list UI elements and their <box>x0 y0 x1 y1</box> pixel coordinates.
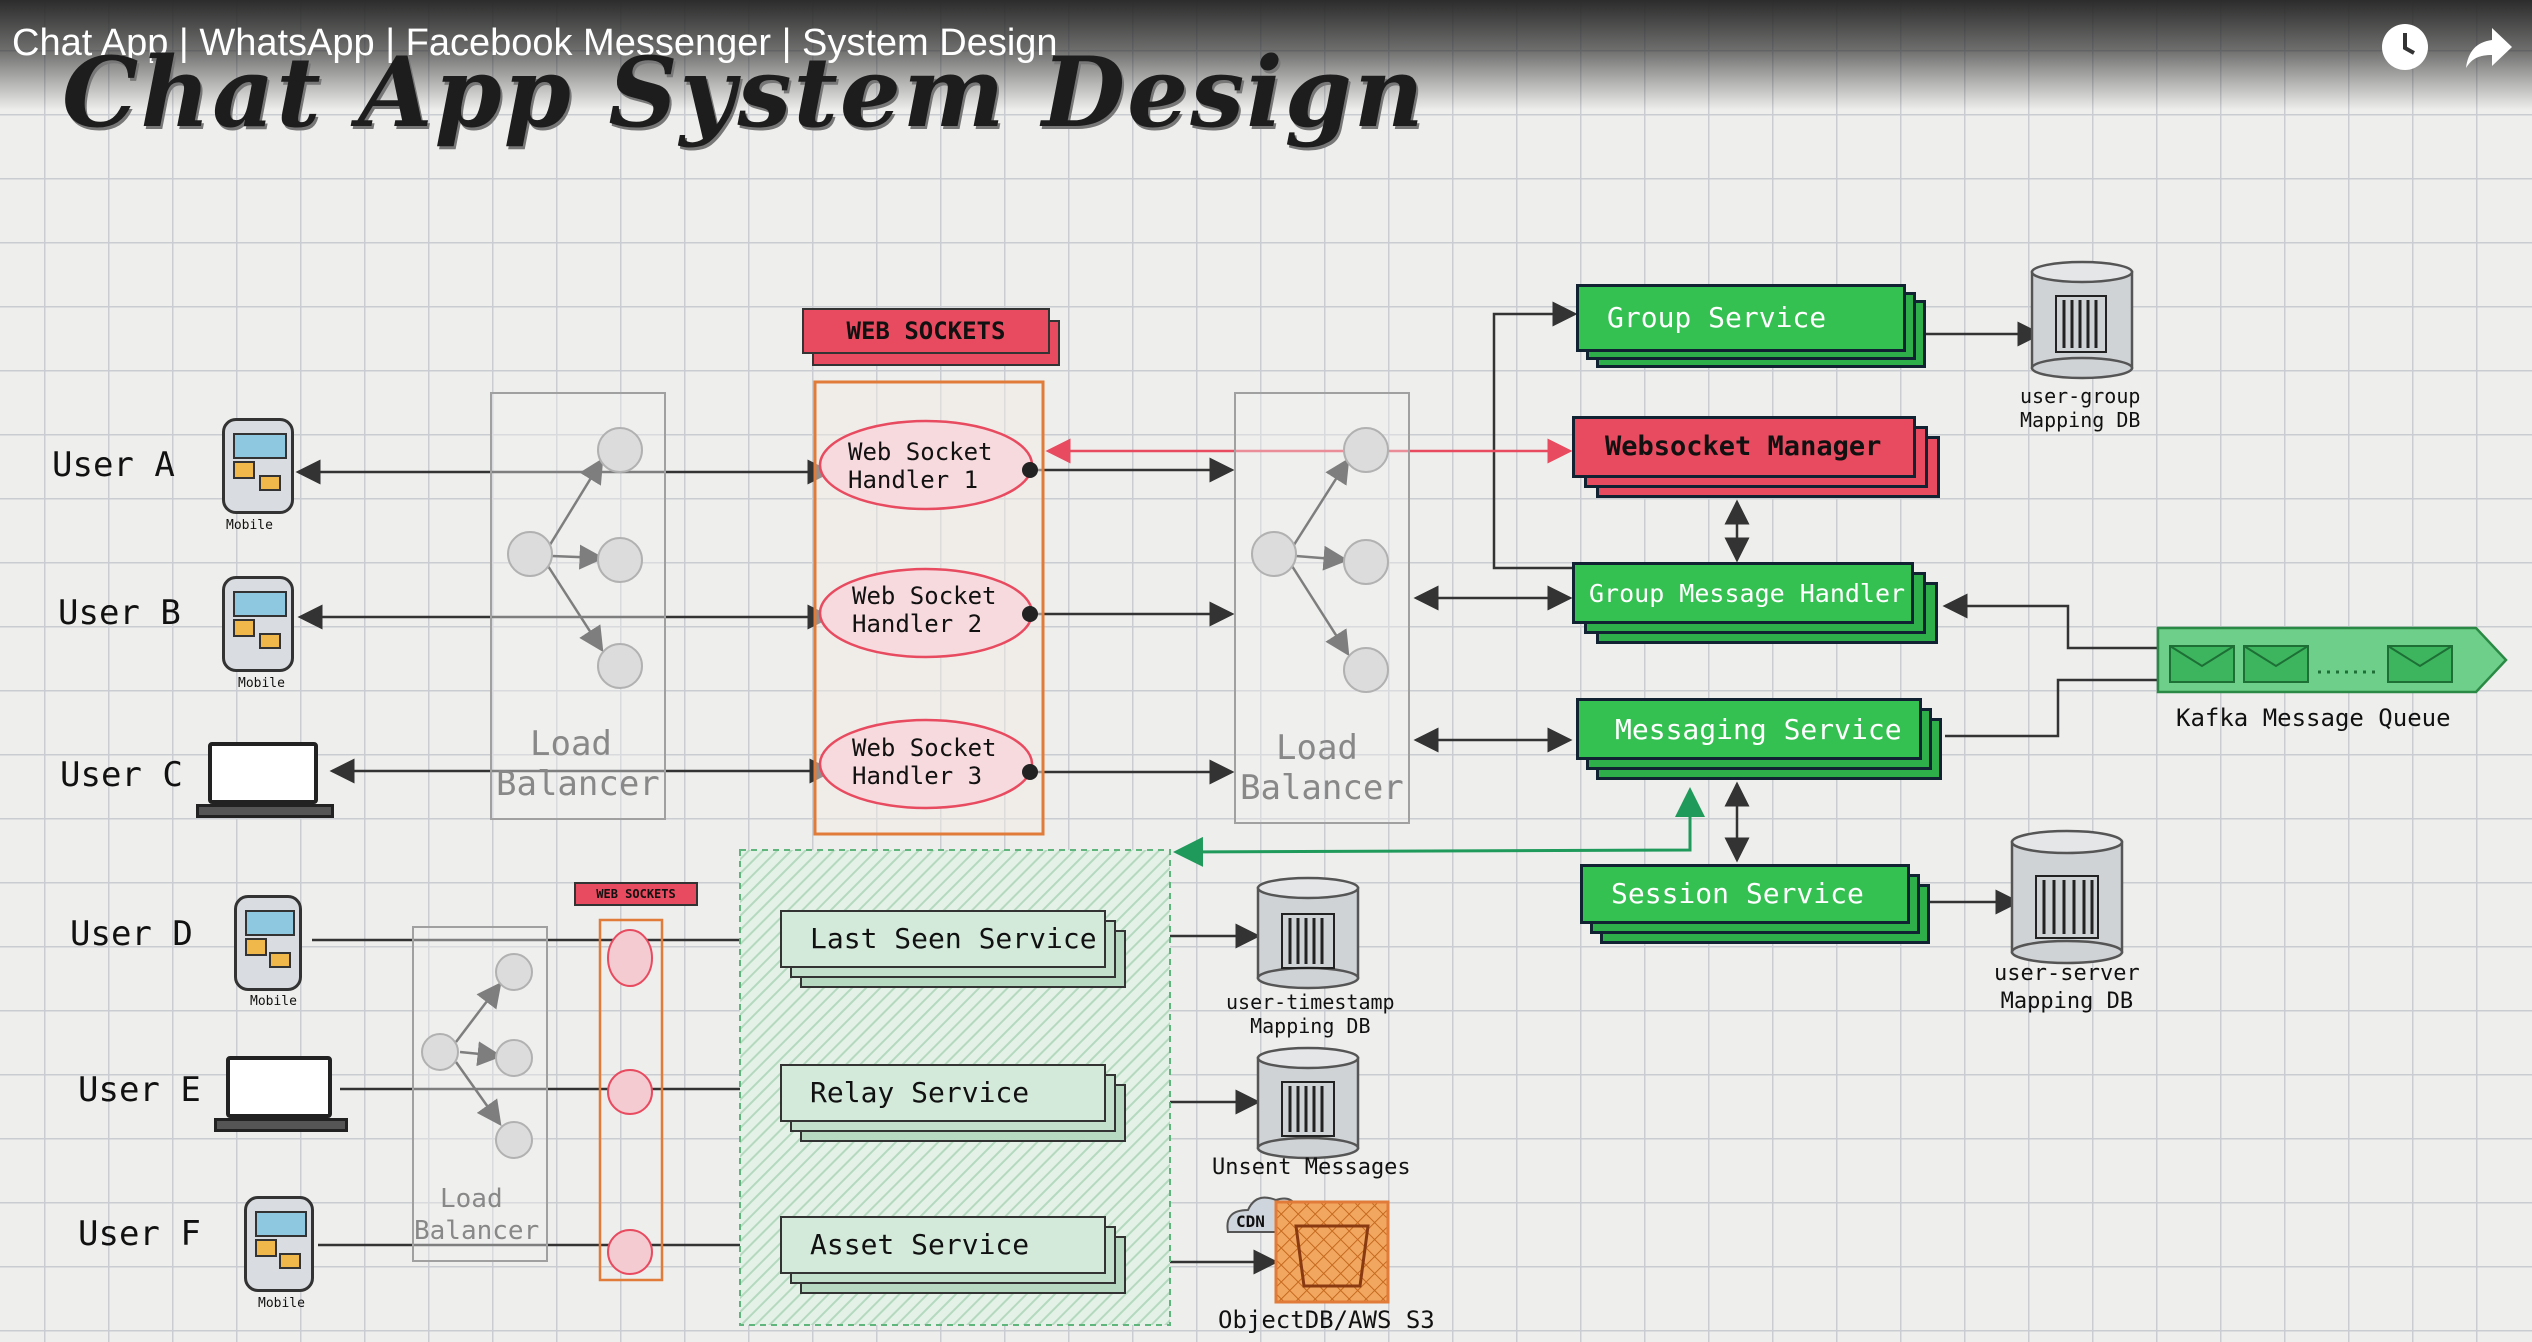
user-b-label: User B <box>58 593 181 633</box>
cyl1 <box>2030 260 2134 380</box>
last-seen-service: Last Seen Service <box>780 910 1106 968</box>
mobile-caption: Mobile <box>238 676 285 691</box>
lb2-label-line2: Balancer <box>1240 768 1404 808</box>
load-balancer-1 <box>490 392 666 820</box>
websockets-tag: WEB SOCKETS <box>802 308 1050 354</box>
mobile-caption: Mobile <box>250 994 297 1009</box>
mobile-caption: Mobile <box>226 518 273 533</box>
user-a-label: User A <box>52 445 175 485</box>
diagram-title: Chat App System Design <box>62 36 1426 149</box>
user-d-label: User D <box>70 914 193 954</box>
user-c-label: User C <box>60 755 183 795</box>
group-message-handler: Group Message Handler <box>1572 562 1914 624</box>
laptop-icon <box>226 1056 332 1118</box>
session-service: Session Service <box>1580 864 1910 924</box>
laptop-base <box>196 804 334 818</box>
lb3-label-line2: Balancer <box>414 1216 540 1246</box>
lb2-label-line1: Load <box>1276 728 1358 768</box>
websockets-tag-small: WEB SOCKETS <box>574 882 698 906</box>
mobile-icon <box>222 418 294 514</box>
clock-icon[interactable] <box>2378 20 2432 74</box>
user-e-label: User E <box>78 1070 201 1110</box>
load-balancer-3 <box>412 926 548 1262</box>
kafka-label: Kafka Message Queue <box>2176 704 2451 732</box>
lb3-label-line1: Load <box>440 1184 503 1214</box>
relay-service: Relay Service <box>780 1064 1106 1122</box>
video-top-bar <box>0 0 2532 110</box>
load-balancer-2 <box>1234 392 1410 824</box>
mobile-caption: Mobile <box>258 1296 305 1311</box>
lb1-label-line1: Load <box>530 724 612 764</box>
lb1-label-line2: Balancer <box>496 764 660 804</box>
mobile-icon <box>234 895 302 991</box>
objectdb-label: ObjectDB/AWS S3 <box>1218 1306 1435 1334</box>
websocket-manager: Websocket Manager <box>1572 416 1916 478</box>
user-f-label: User F <box>78 1214 201 1254</box>
mobile-icon <box>244 1196 314 1292</box>
video-title[interactable]: Chat App | WhatsApp | Facebook Messenger… <box>12 22 1058 64</box>
cdn-label: CDN <box>1236 1212 1265 1231</box>
messaging-service: Messaging Service <box>1576 698 1922 760</box>
mobile-icon <box>222 576 294 672</box>
group-service: Group Service <box>1576 284 1906 352</box>
asset-service: Asset Service <box>780 1216 1106 1274</box>
laptop-icon <box>208 742 318 804</box>
unsent-messages-db-label: Unsent Messages <box>1212 1155 1411 1180</box>
laptop-base <box>214 1118 348 1132</box>
share-arrow-icon[interactable] <box>2462 20 2516 74</box>
